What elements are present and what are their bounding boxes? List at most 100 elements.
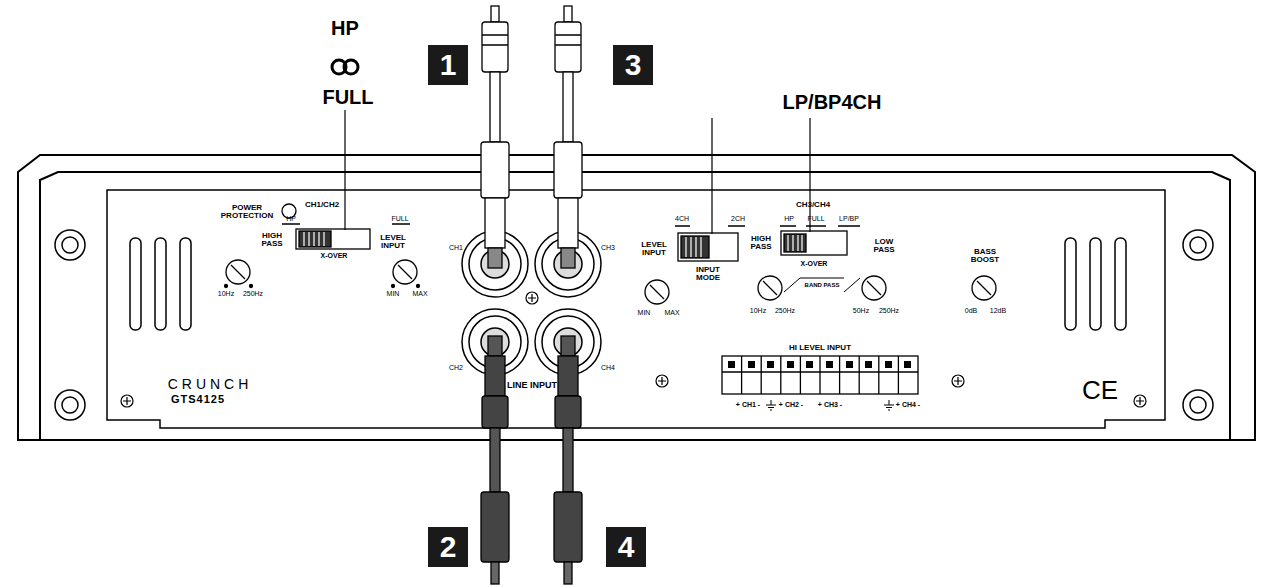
callout-box: 1 (428, 45, 468, 85)
switch-slider (784, 234, 806, 252)
mount-hole (1190, 397, 1206, 413)
terminal-screw (885, 361, 892, 368)
dial-value: 250Hz (879, 307, 899, 314)
terminal-label: + CH4 - (896, 401, 920, 408)
jack-label: CH4 (601, 364, 615, 371)
knob-mark (398, 265, 412, 279)
mount-hole (55, 390, 85, 420)
ground-symbol (766, 400, 776, 410)
knob-mark (231, 265, 245, 279)
xover-switch (781, 231, 847, 255)
knob-mark (867, 281, 881, 295)
screw (121, 395, 133, 407)
rca-jacks (462, 231, 601, 375)
terminal-label: + CH2 - (779, 401, 803, 408)
plug-sleeve (558, 198, 578, 248)
terminal-screw (767, 361, 774, 368)
jack-label: CH2 (449, 364, 463, 371)
leader-line (809, 118, 810, 232)
callout-number: 3 (625, 48, 642, 82)
plug-body (481, 142, 509, 198)
input-mode-switch (678, 233, 738, 261)
callout-box: 2 (428, 527, 468, 567)
plug-pin (564, 6, 572, 22)
switch-label: FULL (807, 215, 824, 222)
dial-value: 10Hz (218, 290, 234, 297)
xover-switch (296, 229, 370, 249)
plug-pin (491, 562, 499, 584)
switch-bracket (780, 225, 860, 226)
stereo-link-symbol (332, 60, 358, 74)
knob-mark (977, 281, 991, 295)
terminal-screw (728, 361, 735, 368)
dial-value: MAX (412, 290, 427, 297)
mount-holes (55, 230, 1213, 420)
dial-dot (392, 285, 395, 288)
callout-number: 2 (440, 530, 457, 564)
chassis (18, 155, 1255, 440)
slider-ridges (304, 232, 324, 246)
vent-slot (155, 238, 166, 330)
panel-label: CH3/CH4 (796, 201, 830, 209)
dial-value: 10Hz (750, 307, 766, 314)
plug-pin (564, 562, 572, 584)
terminal-dividers (742, 356, 899, 394)
dark-rca-cables (481, 336, 582, 584)
terminal-screw (787, 361, 794, 368)
dial-value: 50Hz (853, 307, 869, 314)
terminal-screw (865, 361, 872, 368)
control-label: BASS BOOST (971, 248, 999, 265)
chassis-outline (18, 155, 1255, 440)
callout-number: 4 (618, 530, 635, 564)
screws (121, 292, 1146, 407)
terminal-screw (748, 361, 755, 368)
ground-symbols (766, 400, 894, 410)
plug-body (554, 492, 582, 562)
plug-sleeve (485, 198, 505, 248)
plug-body (555, 22, 581, 72)
jack-label: CH1 (449, 244, 463, 251)
vent-slot (130, 238, 141, 330)
terminal-screws (728, 361, 911, 368)
switch-label: FULL (391, 215, 408, 222)
plug-body (555, 396, 581, 428)
plug-body (554, 142, 582, 198)
switch-label: LP/BP (839, 215, 859, 222)
knob-mark (650, 285, 664, 299)
plug-tip (561, 248, 575, 268)
screw-slot (658, 377, 666, 385)
link-ring (344, 60, 358, 74)
plug-sleeve (558, 356, 578, 396)
panel-label: LINE INPUT (507, 381, 557, 390)
knob-mark (763, 281, 777, 295)
screw (656, 375, 668, 387)
terminal-screw (904, 361, 911, 368)
dial-value: 12dB (990, 307, 1006, 314)
plug-ridges (555, 35, 581, 45)
terminal-screw (846, 361, 853, 368)
panel-label: CH1/CH2 (305, 201, 339, 209)
terminal-line (722, 371, 918, 372)
dial-dot (417, 285, 420, 288)
plug-tip (488, 336, 502, 356)
dial-value: 0dB (965, 307, 977, 314)
switch-label: HP (286, 215, 296, 222)
switch-label: BAND PASS (805, 282, 840, 288)
switch-label: INPUT MODE (696, 266, 720, 283)
mount-hole (62, 397, 78, 413)
control-label: LEVEL INPUT (380, 234, 406, 251)
dial-dot (250, 285, 253, 288)
switch-label: X-OVER (321, 252, 348, 259)
terminal-label: + CH3 - (818, 401, 842, 408)
dial-value: MIN (387, 290, 400, 297)
mount-hole (62, 237, 78, 253)
ground-symbol (884, 400, 894, 410)
cable-wire (563, 72, 573, 142)
control-label: HIGH PASS (261, 232, 282, 249)
high-pass-knob (226, 260, 250, 284)
switch-bracket (675, 225, 745, 226)
ce-mark: CE (1082, 377, 1118, 404)
switch-slider (299, 231, 331, 247)
control-label: HIGH PASS (750, 235, 771, 252)
